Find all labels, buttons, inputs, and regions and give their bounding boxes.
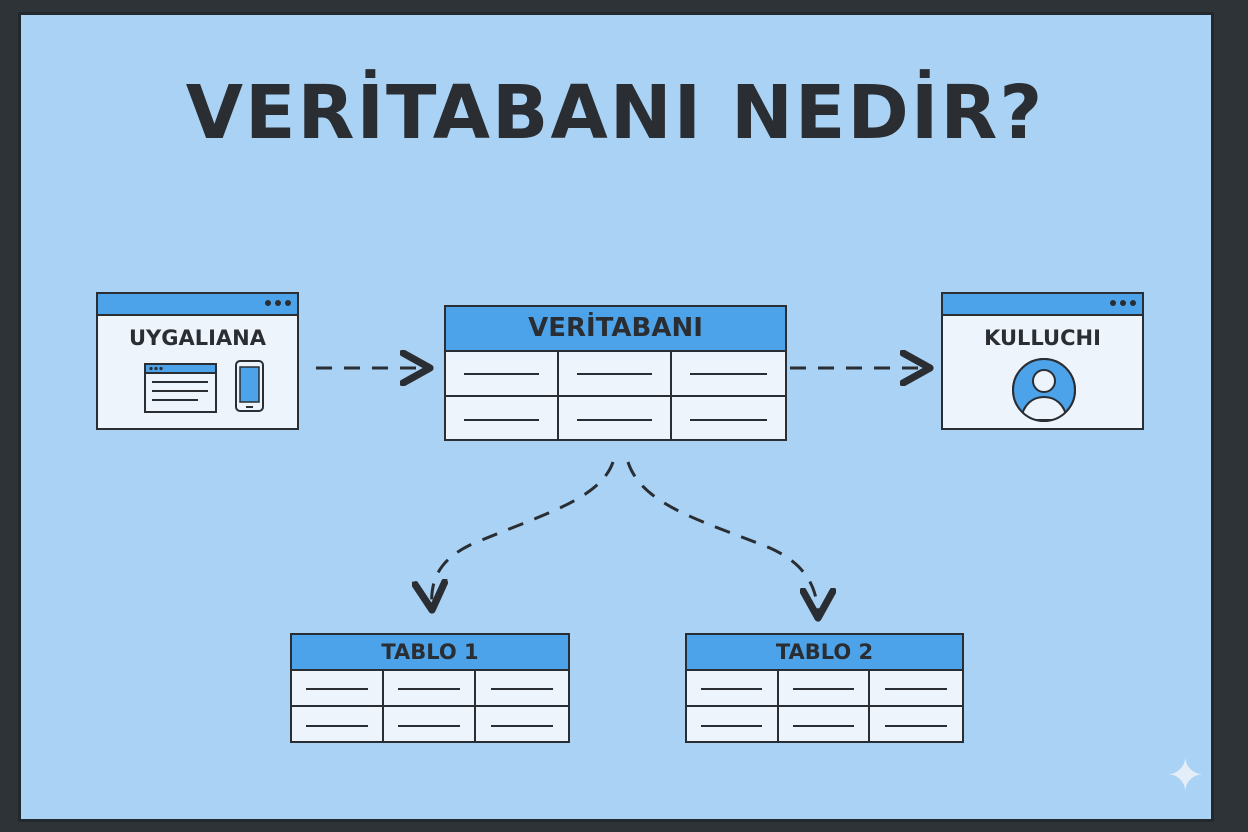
page-title: VERİTABANI NEDİR?: [185, 70, 1045, 156]
table-2-label: TABLO 2: [687, 635, 962, 671]
window-dots-icon: [1110, 300, 1136, 306]
smartphone-icon: [235, 360, 264, 412]
user-window: KULLUCHI: [941, 292, 1144, 430]
table-cell: [778, 671, 871, 707]
app-icons: [144, 360, 264, 413]
table-cell: [446, 396, 559, 441]
database-label: VERİTABANI: [446, 307, 785, 352]
table-cell: [292, 671, 384, 707]
table-cell: [687, 707, 779, 743]
app-window-titlebar: [98, 294, 297, 316]
user-window-titlebar: [943, 294, 1142, 316]
table-cell: [476, 707, 568, 743]
table-cell: [292, 707, 384, 743]
database-table: VERİTABANI: [444, 305, 787, 441]
app-label: UYGALIANA: [128, 326, 267, 350]
table-cell: [476, 671, 568, 707]
user-avatar-icon: [1012, 358, 1076, 422]
user-label: KULLUCHI: [984, 326, 1101, 350]
table-cell: [672, 352, 785, 397]
browser-window-icon: [144, 363, 217, 413]
table-cell: [559, 396, 672, 441]
table-cell: [559, 352, 672, 397]
table-1: TABLO 1: [290, 633, 570, 743]
table-cell: [687, 671, 779, 707]
table-cell: [672, 397, 785, 442]
app-window: UYGALIANA: [96, 292, 299, 430]
window-dots-icon: [265, 300, 291, 306]
arrow-database-to-table2: [626, 461, 818, 618]
table-1-label: TABLO 1: [292, 635, 568, 671]
arrow-database-to-table1: [432, 461, 615, 610]
sparkle-icon: ✦: [1166, 748, 1205, 802]
table-cell: [384, 671, 476, 707]
table-cell: [446, 352, 559, 397]
table-cell: [384, 707, 476, 743]
table-cell: [870, 707, 962, 743]
table-2: TABLO 2: [685, 633, 964, 743]
table-cell: [779, 707, 871, 743]
table-cell: [870, 671, 962, 707]
